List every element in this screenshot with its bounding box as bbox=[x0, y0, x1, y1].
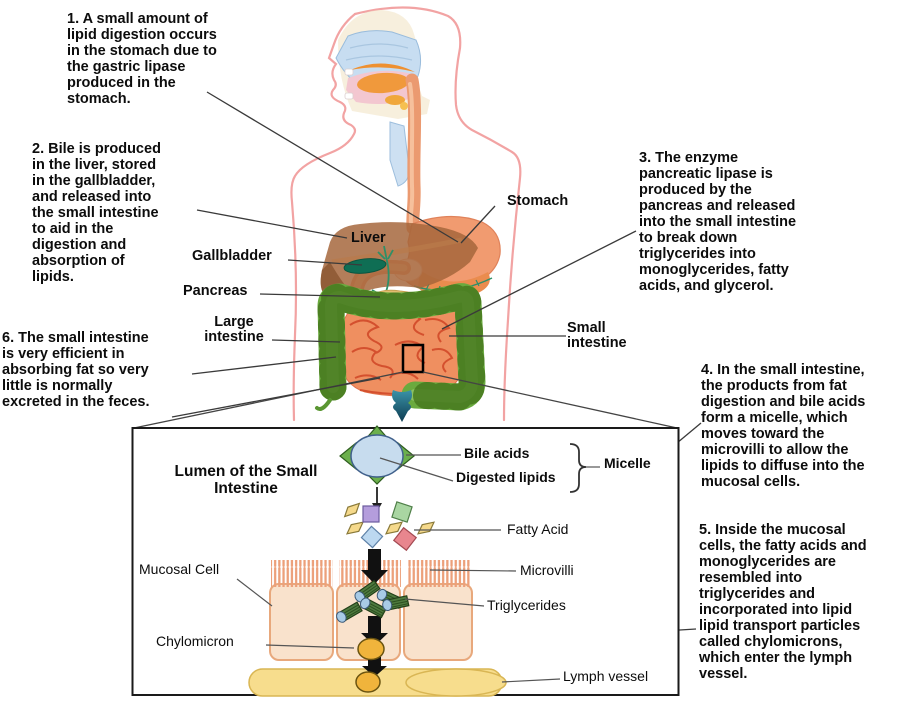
large-intestine-shape bbox=[315, 283, 486, 411]
micelle-structure bbox=[339, 425, 415, 485]
label-triglycerides: Triglycerides bbox=[487, 597, 566, 613]
mucosal-cell-line bbox=[236, 578, 273, 607]
body-outline-back bbox=[353, 6, 522, 422]
chylomicron-in-vessel bbox=[355, 671, 381, 693]
label-microvilli: Microvilli bbox=[520, 562, 574, 578]
lipid-diamond-red bbox=[392, 526, 418, 552]
magnifier-line-left bbox=[133, 371, 404, 429]
note-3: 3. The enzyme pancreatic lipase is produ… bbox=[639, 150, 797, 294]
note-2: 2. Bile is produced in the liver, stored… bbox=[32, 141, 161, 285]
lymph-vessel-line bbox=[501, 678, 561, 683]
label-digested-lipids: Digested lipids bbox=[456, 469, 556, 485]
note-1: 1. A small amount of lipid digestion occ… bbox=[67, 11, 217, 107]
note6-line-a bbox=[191, 356, 337, 375]
esophagus bbox=[405, 73, 422, 235]
label-bile-acids: Bile acids bbox=[464, 445, 530, 461]
lipid-diamond-blue bbox=[360, 525, 384, 549]
body-outline-front bbox=[290, 12, 357, 422]
inset-diagram bbox=[131, 425, 680, 697]
label-micelle: Micelle bbox=[604, 455, 651, 471]
head-cutaway bbox=[335, 10, 430, 187]
note-6: 6. The small intestine is very efficient… bbox=[2, 330, 150, 410]
monoglyceride-square bbox=[362, 505, 380, 523]
inset-label-lines bbox=[236, 569, 561, 683]
note3-line bbox=[441, 230, 637, 330]
zoom-region-rect bbox=[401, 343, 425, 374]
label-lumen-title: Lumen of the Small Intestine bbox=[174, 463, 318, 497]
label-gallbladder: Gallbladder bbox=[192, 248, 272, 264]
label-lymph-vessel: Lymph vessel bbox=[563, 668, 649, 684]
chylomicron-line bbox=[265, 644, 355, 649]
note1-line bbox=[206, 91, 459, 243]
label-small-intestine: Small intestine bbox=[567, 320, 627, 351]
liver-shape bbox=[320, 222, 478, 300]
chylomicron-particle bbox=[357, 637, 385, 661]
note-5: 5. Inside the mucosal cells, the fatty a… bbox=[699, 522, 867, 682]
note6-line-b bbox=[171, 377, 381, 418]
gallbladder-line bbox=[287, 259, 363, 266]
body-illustration bbox=[133, 6, 678, 429]
label-fatty-acid: Fatty Acid bbox=[507, 521, 569, 537]
lipid-diamond-green bbox=[391, 501, 413, 523]
microvilli-line bbox=[429, 569, 517, 572]
label-large-intestine: Large intestine bbox=[204, 314, 264, 345]
note2-line bbox=[196, 209, 348, 239]
pancreas-line bbox=[259, 293, 381, 298]
stomach-line bbox=[460, 205, 496, 244]
label-pancreas: Pancreas bbox=[183, 283, 248, 299]
large-intestine-line bbox=[271, 339, 341, 343]
magnifier-line-right bbox=[422, 371, 678, 429]
note-4: 4. In the small intestine, the products … bbox=[701, 362, 866, 490]
label-liver: Liver bbox=[351, 230, 386, 246]
digested-lipids-line bbox=[379, 457, 454, 482]
label-mucosal-cell: Mucosal Cell bbox=[139, 561, 220, 577]
rectum-shape bbox=[392, 390, 412, 422]
label-stomach: Stomach bbox=[507, 193, 569, 209]
arrow-into-cell bbox=[361, 549, 388, 584]
triglycerides-line bbox=[404, 598, 485, 607]
larynx bbox=[389, 121, 410, 187]
arrow-to-lymph bbox=[362, 657, 387, 677]
label-chylomicron: Chylomicron bbox=[156, 633, 234, 649]
